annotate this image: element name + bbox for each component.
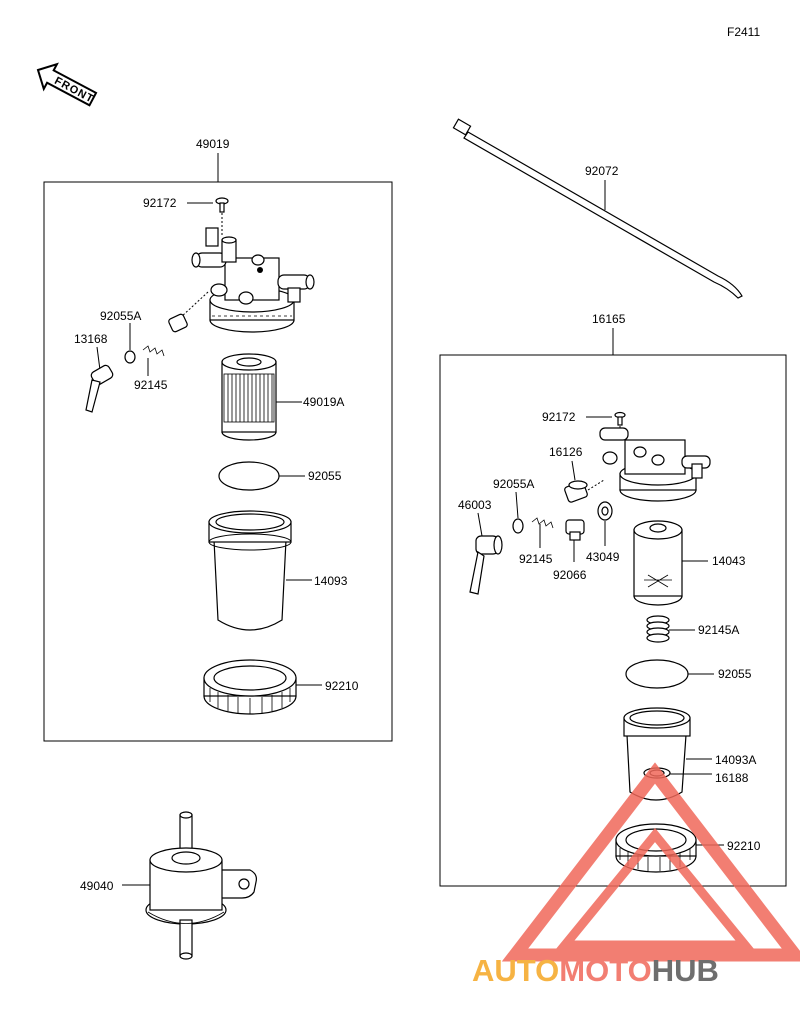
label-right-16188: 16188: [715, 771, 749, 785]
cap-icon: [564, 480, 588, 503]
inline-filter-icon: [145, 811, 257, 960]
filter-bowl-icon: [208, 510, 292, 631]
o-ring-small-icon: [124, 350, 136, 364]
spring-small-right-icon: [531, 517, 554, 529]
label-left-92055: 92055: [308, 469, 342, 483]
left-assembly-box: [43, 181, 393, 742]
plug-icon: [565, 519, 585, 541]
filter-element-right-icon: [633, 520, 683, 606]
label-right-43049: 43049: [586, 550, 620, 564]
filter-head-right-icon: [599, 427, 711, 502]
label-right-92055: 92055: [718, 667, 752, 681]
label-left-92055A: 92055A: [100, 309, 141, 323]
label-right-92172: 92172: [542, 410, 576, 424]
label-right-92145A: 92145A: [698, 623, 739, 637]
label-right-92055A: 92055A: [493, 477, 534, 491]
label-right-92210: 92210: [727, 839, 761, 853]
label-left-14093: 14093: [314, 574, 348, 588]
right-assembly: 16165 92172 16126: [439, 312, 787, 887]
o-ring-large-right-icon: [625, 659, 689, 689]
svg-text:AUTOMOTOHUB: AUTOMOTOHUB: [472, 953, 719, 988]
label-right-46003: 46003: [458, 498, 492, 512]
watermark-moto: MOTO: [559, 953, 651, 988]
inline-filter-group: 49040: [80, 811, 257, 960]
front-arrow-icon: FRONT: [36, 62, 98, 107]
watermark-triangle-icon: [501, 762, 800, 962]
o-ring-small-right-icon: [512, 518, 524, 534]
screw-icon: [215, 197, 229, 213]
label-right-92066: 92066: [553, 568, 587, 582]
watermark-auto: AUTO: [472, 953, 559, 988]
label-left-49019A: 49019A: [303, 395, 344, 409]
label-left-92210: 92210: [325, 679, 359, 693]
label-left-92172: 92172: [143, 196, 177, 210]
o-ring-large-icon: [218, 461, 280, 491]
cable-tie-group: 92072: [452, 118, 743, 299]
ring-nut-icon: [203, 659, 297, 715]
label-16165: 16165: [592, 312, 626, 326]
cable-tie-icon: [452, 118, 743, 299]
watermark-logo: AUTOMOTOHUB: [472, 762, 800, 988]
valve-lever-right-icon: [469, 535, 503, 595]
diagram-code: F2411: [727, 25, 760, 39]
valve-lever-icon: [85, 364, 114, 413]
label-92072: 92072: [585, 164, 619, 178]
label-49019: 49019: [196, 137, 230, 151]
filter-element-icon: [221, 353, 277, 441]
label-right-16126: 16126: [549, 445, 583, 459]
filter-head-icon: [191, 227, 315, 333]
label-49040: 49040: [80, 879, 114, 893]
label-left-13168: 13168: [74, 332, 108, 346]
left-assembly: 49019 92172: [43, 137, 393, 742]
label-right-14043: 14043: [712, 554, 746, 568]
spring-large-icon: [646, 615, 670, 643]
label-left-92145: 92145: [134, 378, 168, 392]
screw-icon-right: [614, 411, 626, 426]
watermark-hub: HUB: [652, 953, 719, 988]
washer-icon: [597, 501, 613, 521]
label-right-14093A: 14093A: [715, 753, 756, 767]
fitting-icon: [168, 313, 188, 333]
label-right-92145: 92145: [519, 552, 553, 566]
spring-small-icon: [142, 345, 165, 357]
